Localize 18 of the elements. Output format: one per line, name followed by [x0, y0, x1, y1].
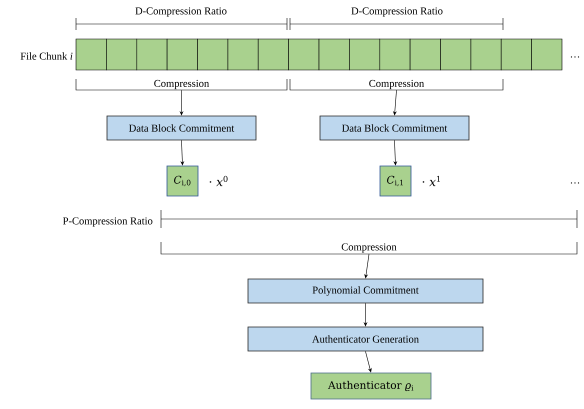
- process-box: Polynomial Commitment: [248, 278, 484, 304]
- process-box: Data Block Commitment: [106, 116, 256, 140]
- value-box: C$_{i,1}$: [380, 166, 412, 196]
- process-box: Data Block Commitment: [320, 116, 470, 140]
- term-label: · x$^{1}$: [422, 176, 440, 186]
- term-label: · x$^{0}$: [210, 176, 228, 186]
- dimension-label: D-Compression Ratio: [351, 7, 443, 17]
- ellipsis: …: [570, 56, 580, 58]
- value-box: Authenticator ϱ$_{i}$: [310, 372, 432, 400]
- bracket-label: Compression: [160, 242, 578, 254]
- bracket-label: Compression: [76, 78, 288, 90]
- ellipsis: …: [570, 182, 580, 184]
- dimension-label: D-Compression Ratio: [135, 7, 227, 17]
- bracket-label: Compression: [290, 78, 504, 90]
- dimension-label: P-Compression Ratio: [62, 217, 152, 227]
- value-box: C$_{i,0}$: [166, 166, 198, 196]
- process-box: Authenticator Generation: [248, 326, 484, 352]
- row-label: File Chunk i: [20, 52, 72, 60]
